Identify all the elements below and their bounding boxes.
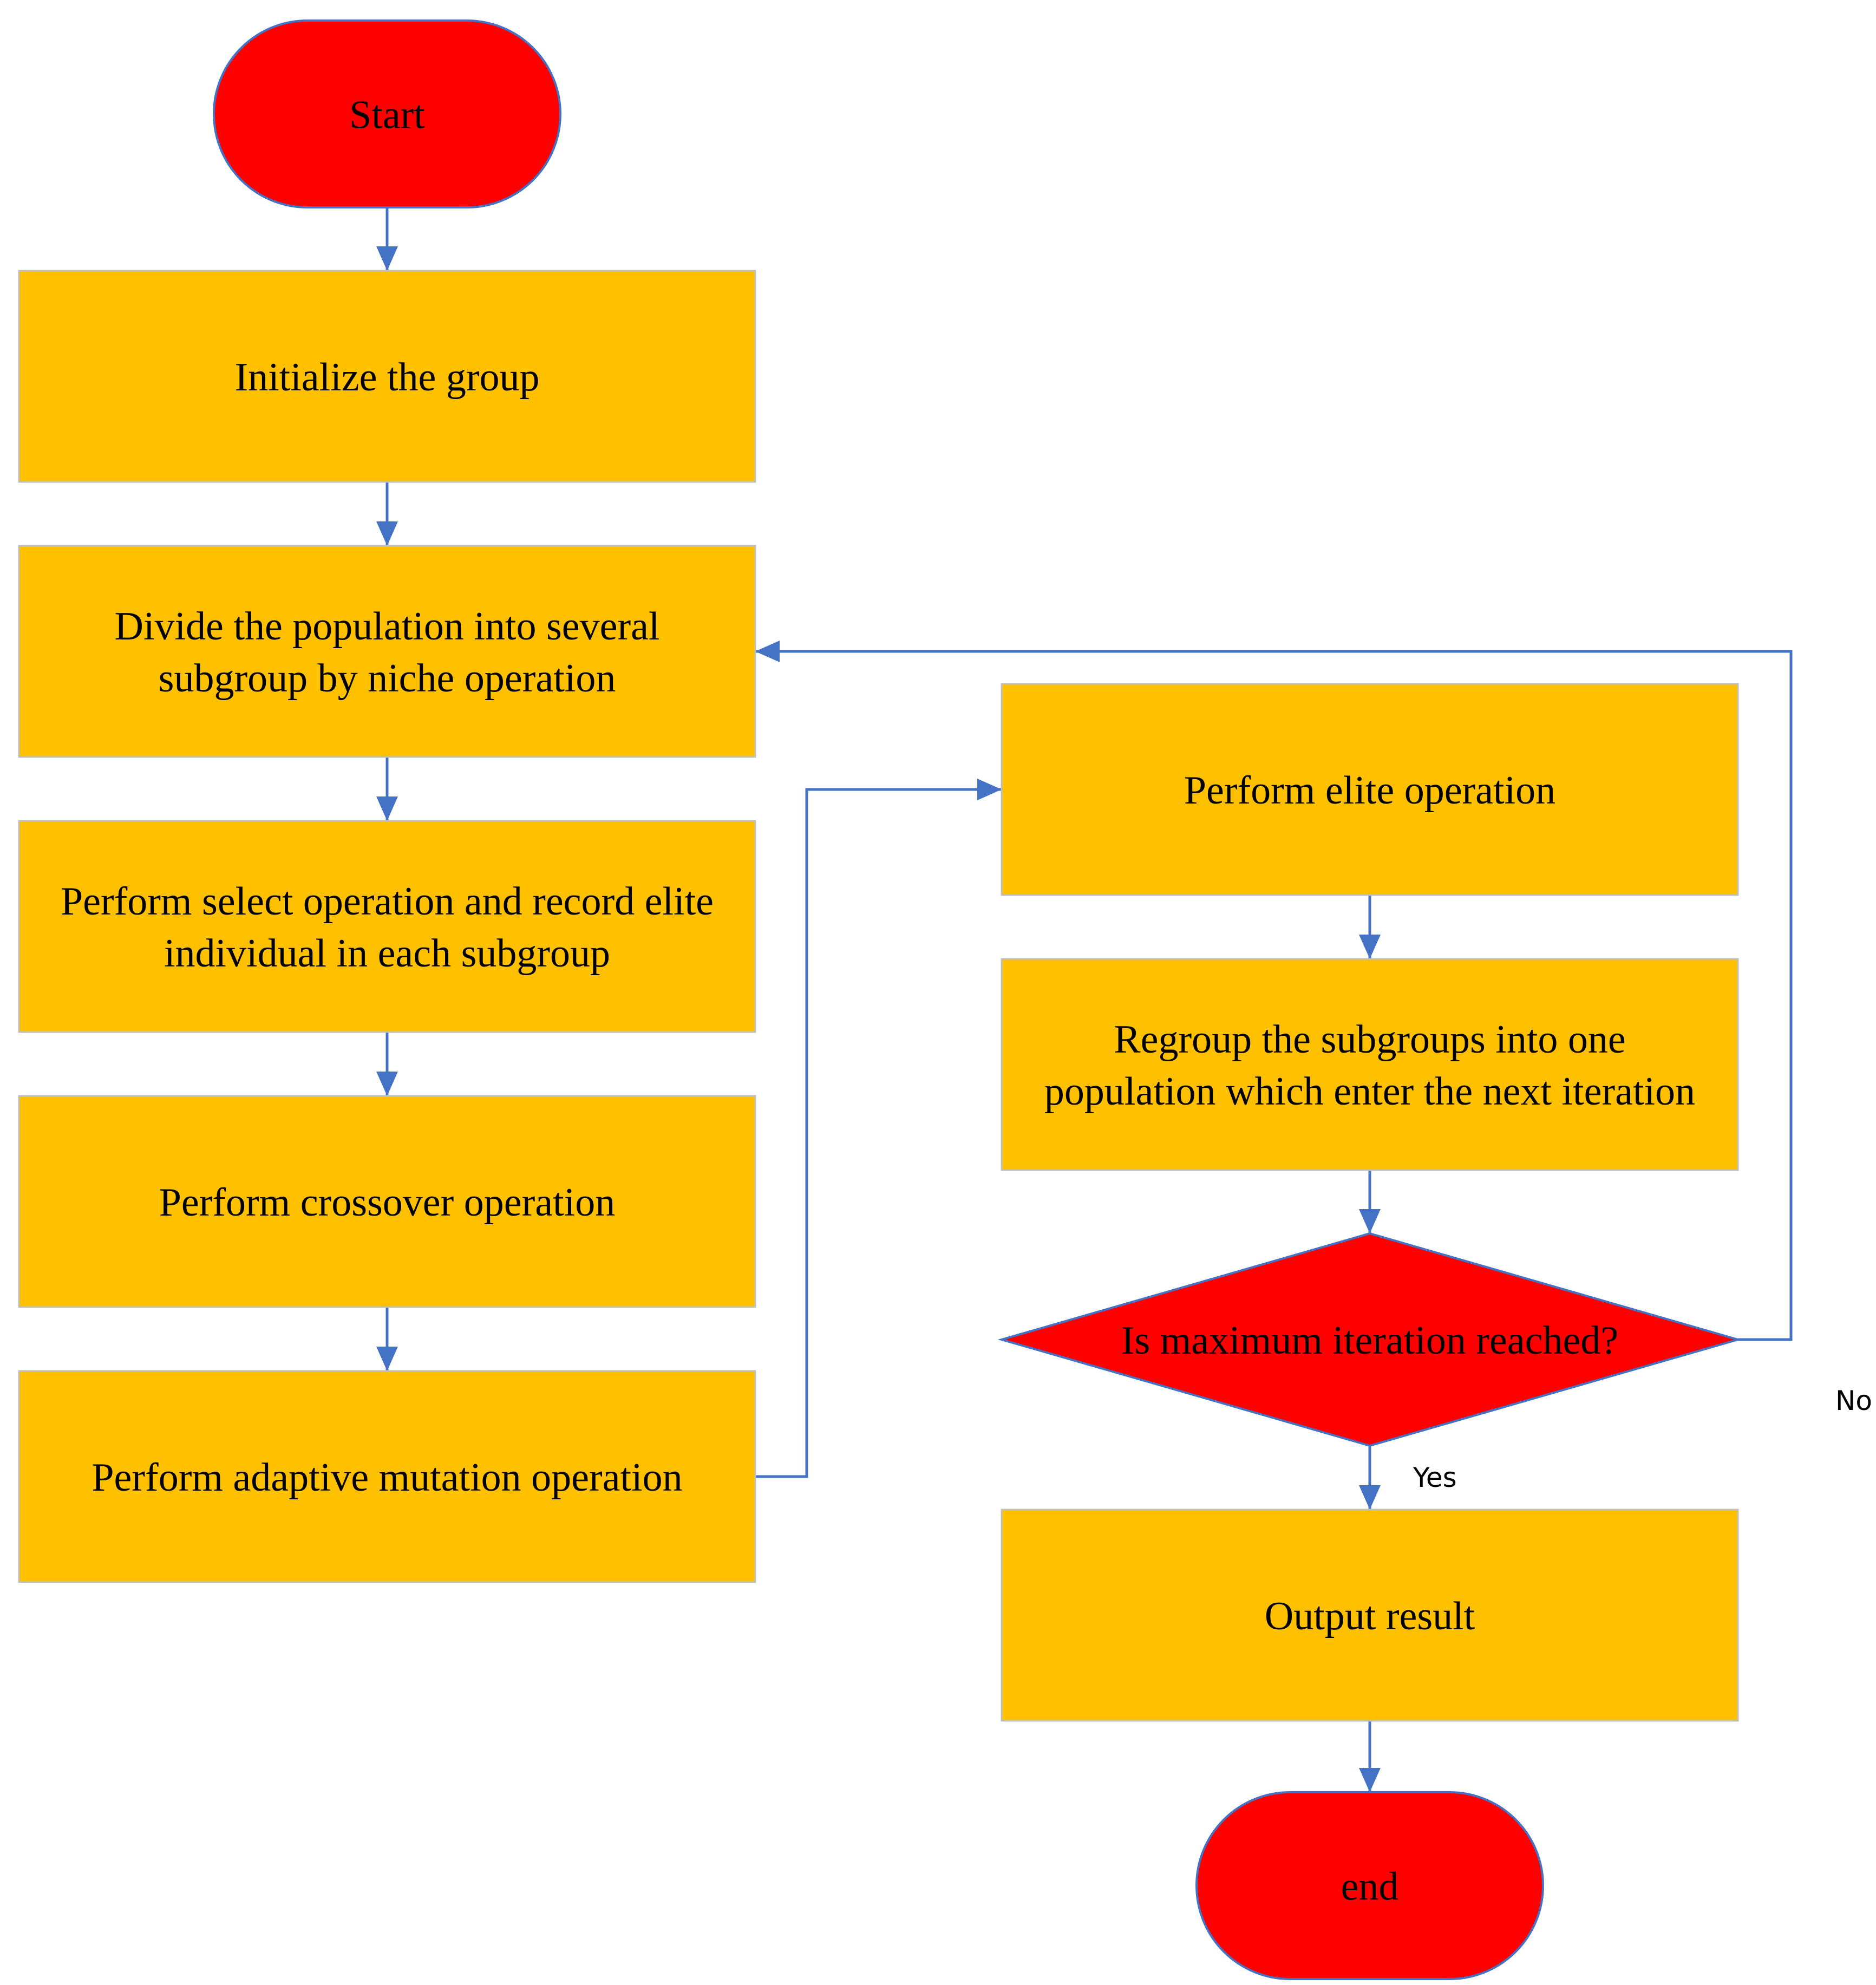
node-init: Initialize the group: [18, 270, 756, 483]
process-shape-elite: [1001, 683, 1739, 896]
node-label-regroup-line-1: Regroup the subgroups into one: [1114, 1017, 1625, 1062]
connector-decision-divide: [755, 641, 1793, 1341]
node-label-divide-line-1: Divide the population into several: [115, 604, 660, 649]
node-label-mutation: Perform adaptive mutation operation: [91, 1455, 682, 1500]
node-label-elite: Perform elite operation: [1184, 768, 1555, 813]
process-shape-mutation: [18, 1370, 756, 1583]
terminal-shape-end: [1195, 1791, 1544, 1980]
node-label-divide-line-2: subgroup by niche operation: [159, 656, 616, 701]
node-regroup: Regroup the subgroups into one population…: [1001, 958, 1739, 1171]
node-crossover: Perform crossover operation: [18, 1095, 756, 1308]
process-shape-regroup: [1001, 958, 1739, 1171]
node-label-init: Initialize the group: [234, 355, 539, 400]
node-divide: Divide the population into several subgro…: [18, 545, 756, 758]
edge-labels: Yes No: [1413, 1385, 1872, 1493]
node-decision: Is maximum iteration reached?: [997, 1232, 1742, 1447]
terminal-shape-start: [213, 19, 561, 208]
process-shape-crossover: [18, 1095, 756, 1308]
edge-label-yes: Yes: [1413, 1462, 1457, 1493]
node-label-regroup-line-2: population which enter the next iteratio…: [1044, 1069, 1695, 1114]
process-shape-divide: [18, 545, 756, 758]
node-select: Perform select operation and record elit…: [18, 820, 756, 1033]
process-shape-init: [18, 270, 756, 483]
node-mutation: Perform adaptive mutation operation: [18, 1370, 756, 1583]
decision-shape-decision: [997, 1232, 1742, 1447]
process-shape-select: [18, 820, 756, 1033]
connectors: [376, 207, 1793, 1792]
node-label-crossover: Perform crossover operation: [159, 1180, 616, 1225]
node-output: Output result: [1001, 1509, 1739, 1722]
node-label-start: Start: [349, 93, 425, 138]
node-end: end: [1195, 1791, 1544, 1980]
node-label-decision: Is maximum iteration reached?: [1121, 1318, 1618, 1363]
connector-mutation-elite: [755, 779, 1002, 1478]
process-shape-output: [1001, 1509, 1739, 1722]
node-label-output: Output result: [1265, 1594, 1475, 1638]
node-label-select-line-2: individual in each subgroup: [164, 931, 610, 976]
node-label-end: end: [1341, 1865, 1399, 1909]
node-elite: Perform elite operation: [1001, 683, 1739, 896]
edge-label-no: No: [1835, 1385, 1872, 1416]
node-label-select-line-1: Perform select operation and record elit…: [61, 879, 714, 924]
node-start: Start: [213, 19, 561, 208]
